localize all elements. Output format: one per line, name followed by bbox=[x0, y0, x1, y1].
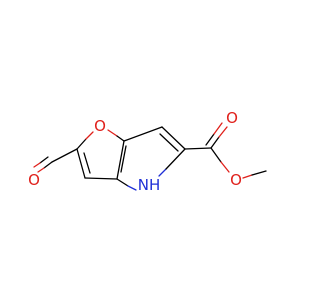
bond-c3a-n-c bbox=[116, 178, 129, 187]
atom-label-ring-nitrogen: NH bbox=[138, 176, 161, 194]
bond-c2-c3-inner bbox=[83, 152, 91, 174]
bond-ester-carbonyl-o-2 bbox=[213, 122, 223, 135]
bond-c3a-c7a-inner bbox=[120, 145, 127, 173]
bond-c2-o1-o bbox=[85, 131, 94, 140]
bond-ester-carbonyl-c-2 bbox=[205, 133, 215, 146]
bond-n-c5-c bbox=[165, 148, 186, 170]
bond-c7-c6-inner bbox=[159, 133, 179, 152]
bond-c3-c3a bbox=[84, 177, 118, 180]
bond-c7-c6-outer bbox=[161, 126, 186, 150]
bond-ester-carbonyl-o bbox=[218, 126, 228, 138]
atom-label-ester-carbonyl-oxygen: O bbox=[226, 109, 238, 127]
bond-ester-methyl-c bbox=[251, 170, 267, 176]
bond-c2-c3-outer bbox=[76, 148, 86, 179]
bond-o1-c7a-c bbox=[116, 135, 125, 142]
bond-n-c5-n bbox=[158, 168, 167, 177]
bond-ester-methyl-o bbox=[242, 174, 253, 179]
bond-aldehyde-carbonyl-o-2 bbox=[33, 162, 41, 168]
atom-label-ring-oxygen: O bbox=[94, 117, 106, 135]
bond-c3a-c7a-outer bbox=[116, 140, 125, 180]
atom-label-ester-oxygen: O bbox=[230, 171, 242, 189]
bond-aldehyde-carbonyl-o bbox=[37, 167, 45, 173]
atom-label-aldehyde-oxygen: O bbox=[28, 171, 40, 189]
molecule-structure-diagram: O O O O NH bbox=[28, 109, 267, 194]
atom-labels: O O O O NH bbox=[28, 109, 242, 194]
bond-c5-ester-c bbox=[184, 147, 212, 150]
bond-aldehyde-carbonyl-c bbox=[43, 161, 53, 169]
bond-ester-single-o bbox=[220, 161, 230, 173]
bond-ester-carbonyl-c bbox=[210, 136, 220, 149]
bond-ester-single-c bbox=[210, 147, 222, 163]
bond-c3a-n-n bbox=[127, 185, 137, 191]
bonds bbox=[33, 122, 267, 191]
bond-c2-o1-c bbox=[76, 138, 87, 150]
bond-aldehyde-to-ring bbox=[51, 148, 78, 163]
bond-c7a-c7 bbox=[123, 126, 163, 142]
bond-o1-c7a-o bbox=[107, 129, 118, 137]
bond-aldehyde-carbonyl-c-2 bbox=[39, 156, 49, 164]
